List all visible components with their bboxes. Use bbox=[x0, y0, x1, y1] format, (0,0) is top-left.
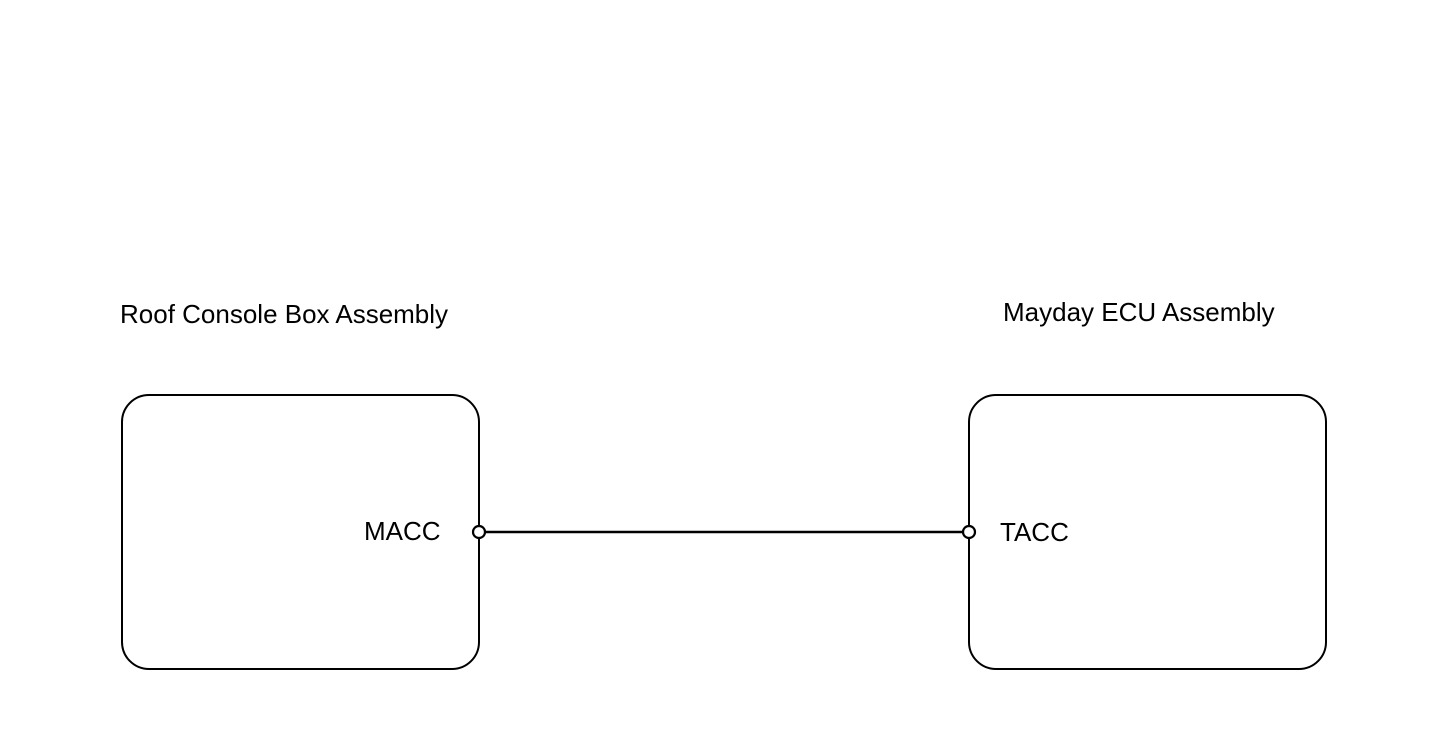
right-component-title: Mayday ECU Assembly bbox=[1003, 297, 1275, 327]
left-pin-label: MACC bbox=[364, 516, 441, 546]
left-terminal-icon bbox=[471, 524, 487, 540]
left-component-title: Roof Console Box Assembly bbox=[120, 299, 449, 329]
left-component-box bbox=[121, 394, 480, 670]
right-terminal-icon bbox=[961, 524, 977, 540]
right-pin-label: TACC bbox=[1000, 517, 1069, 547]
